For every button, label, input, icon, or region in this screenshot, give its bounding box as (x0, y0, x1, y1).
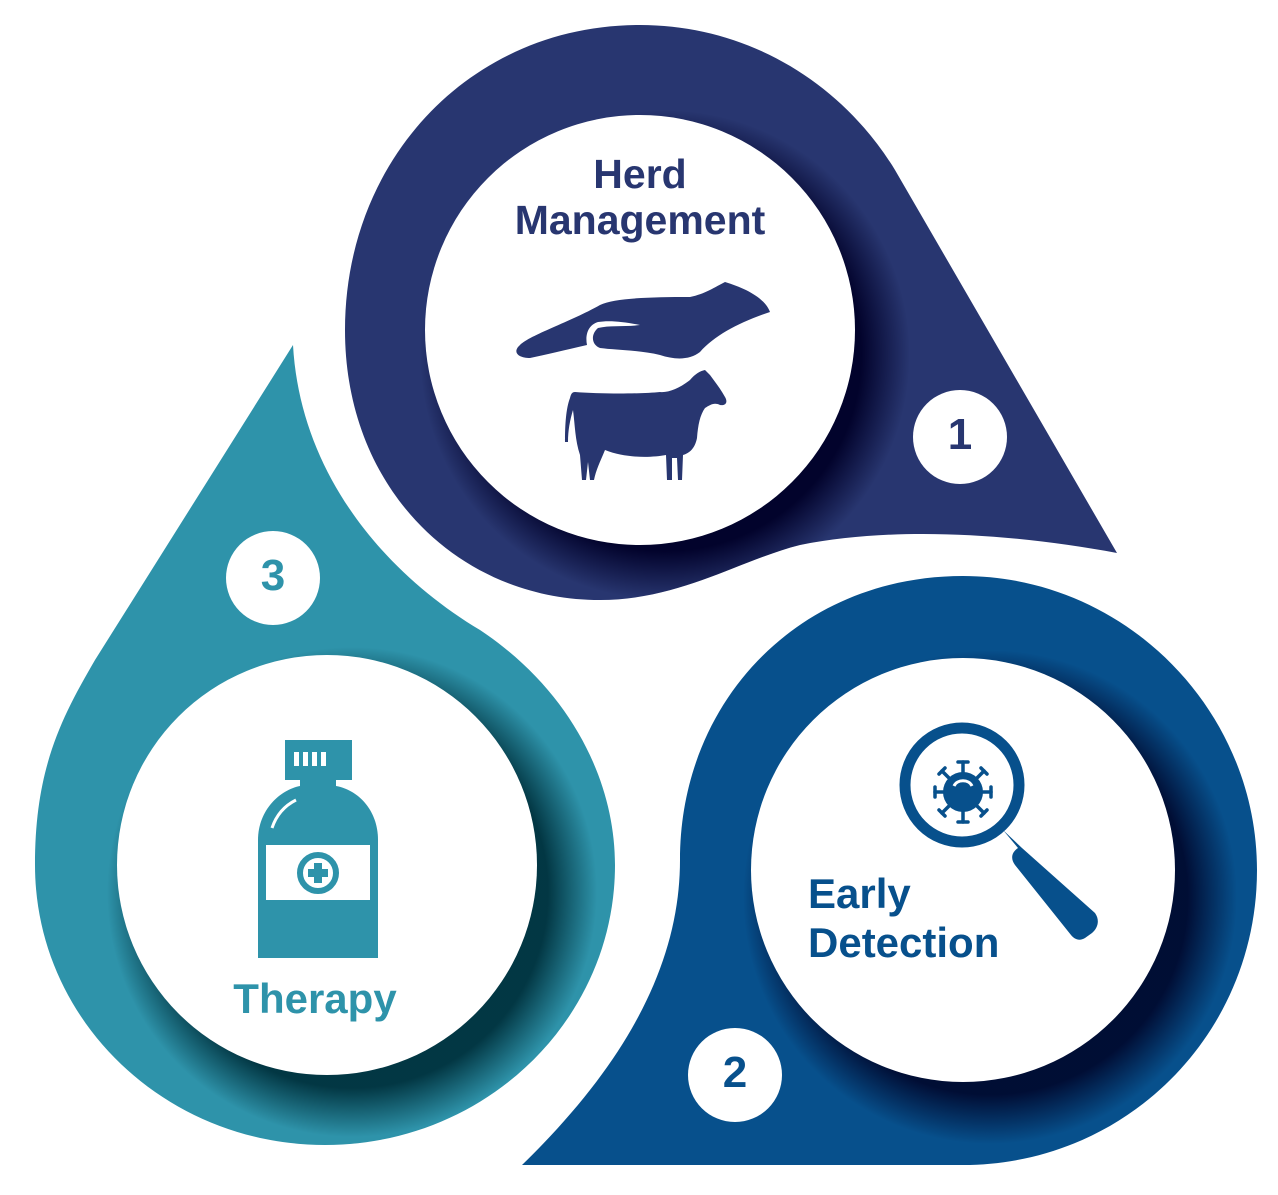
early-detection-title-line2: Detection (808, 918, 1000, 966)
herd-management-title-line2: Management (514, 196, 766, 243)
early-detection-title: Early Detection (808, 870, 1108, 967)
medicine-bottle-icon (258, 740, 378, 958)
step-3-badge (226, 531, 320, 625)
early-detection-title-line1: Early (808, 870, 911, 917)
step-2-badge (688, 1028, 782, 1122)
cow-icon (565, 370, 727, 480)
magnifier-virus-icon (899, 722, 1098, 940)
step-2-number: 2 (722, 1048, 748, 1097)
therapy-title-line1: Therapy (233, 975, 397, 1022)
hand-icon (516, 282, 770, 359)
therapy-title: Therapy (180, 975, 450, 1022)
herd-management-title-line1: Herd (593, 151, 687, 197)
virus-icon (933, 760, 993, 824)
step-1-number: 1 (947, 410, 973, 459)
step-3-number: 3 (260, 551, 286, 600)
step-1-badge (913, 390, 1007, 484)
herd-management-title: Herd Management (440, 151, 840, 244)
early-detection-drop (522, 576, 1257, 1165)
